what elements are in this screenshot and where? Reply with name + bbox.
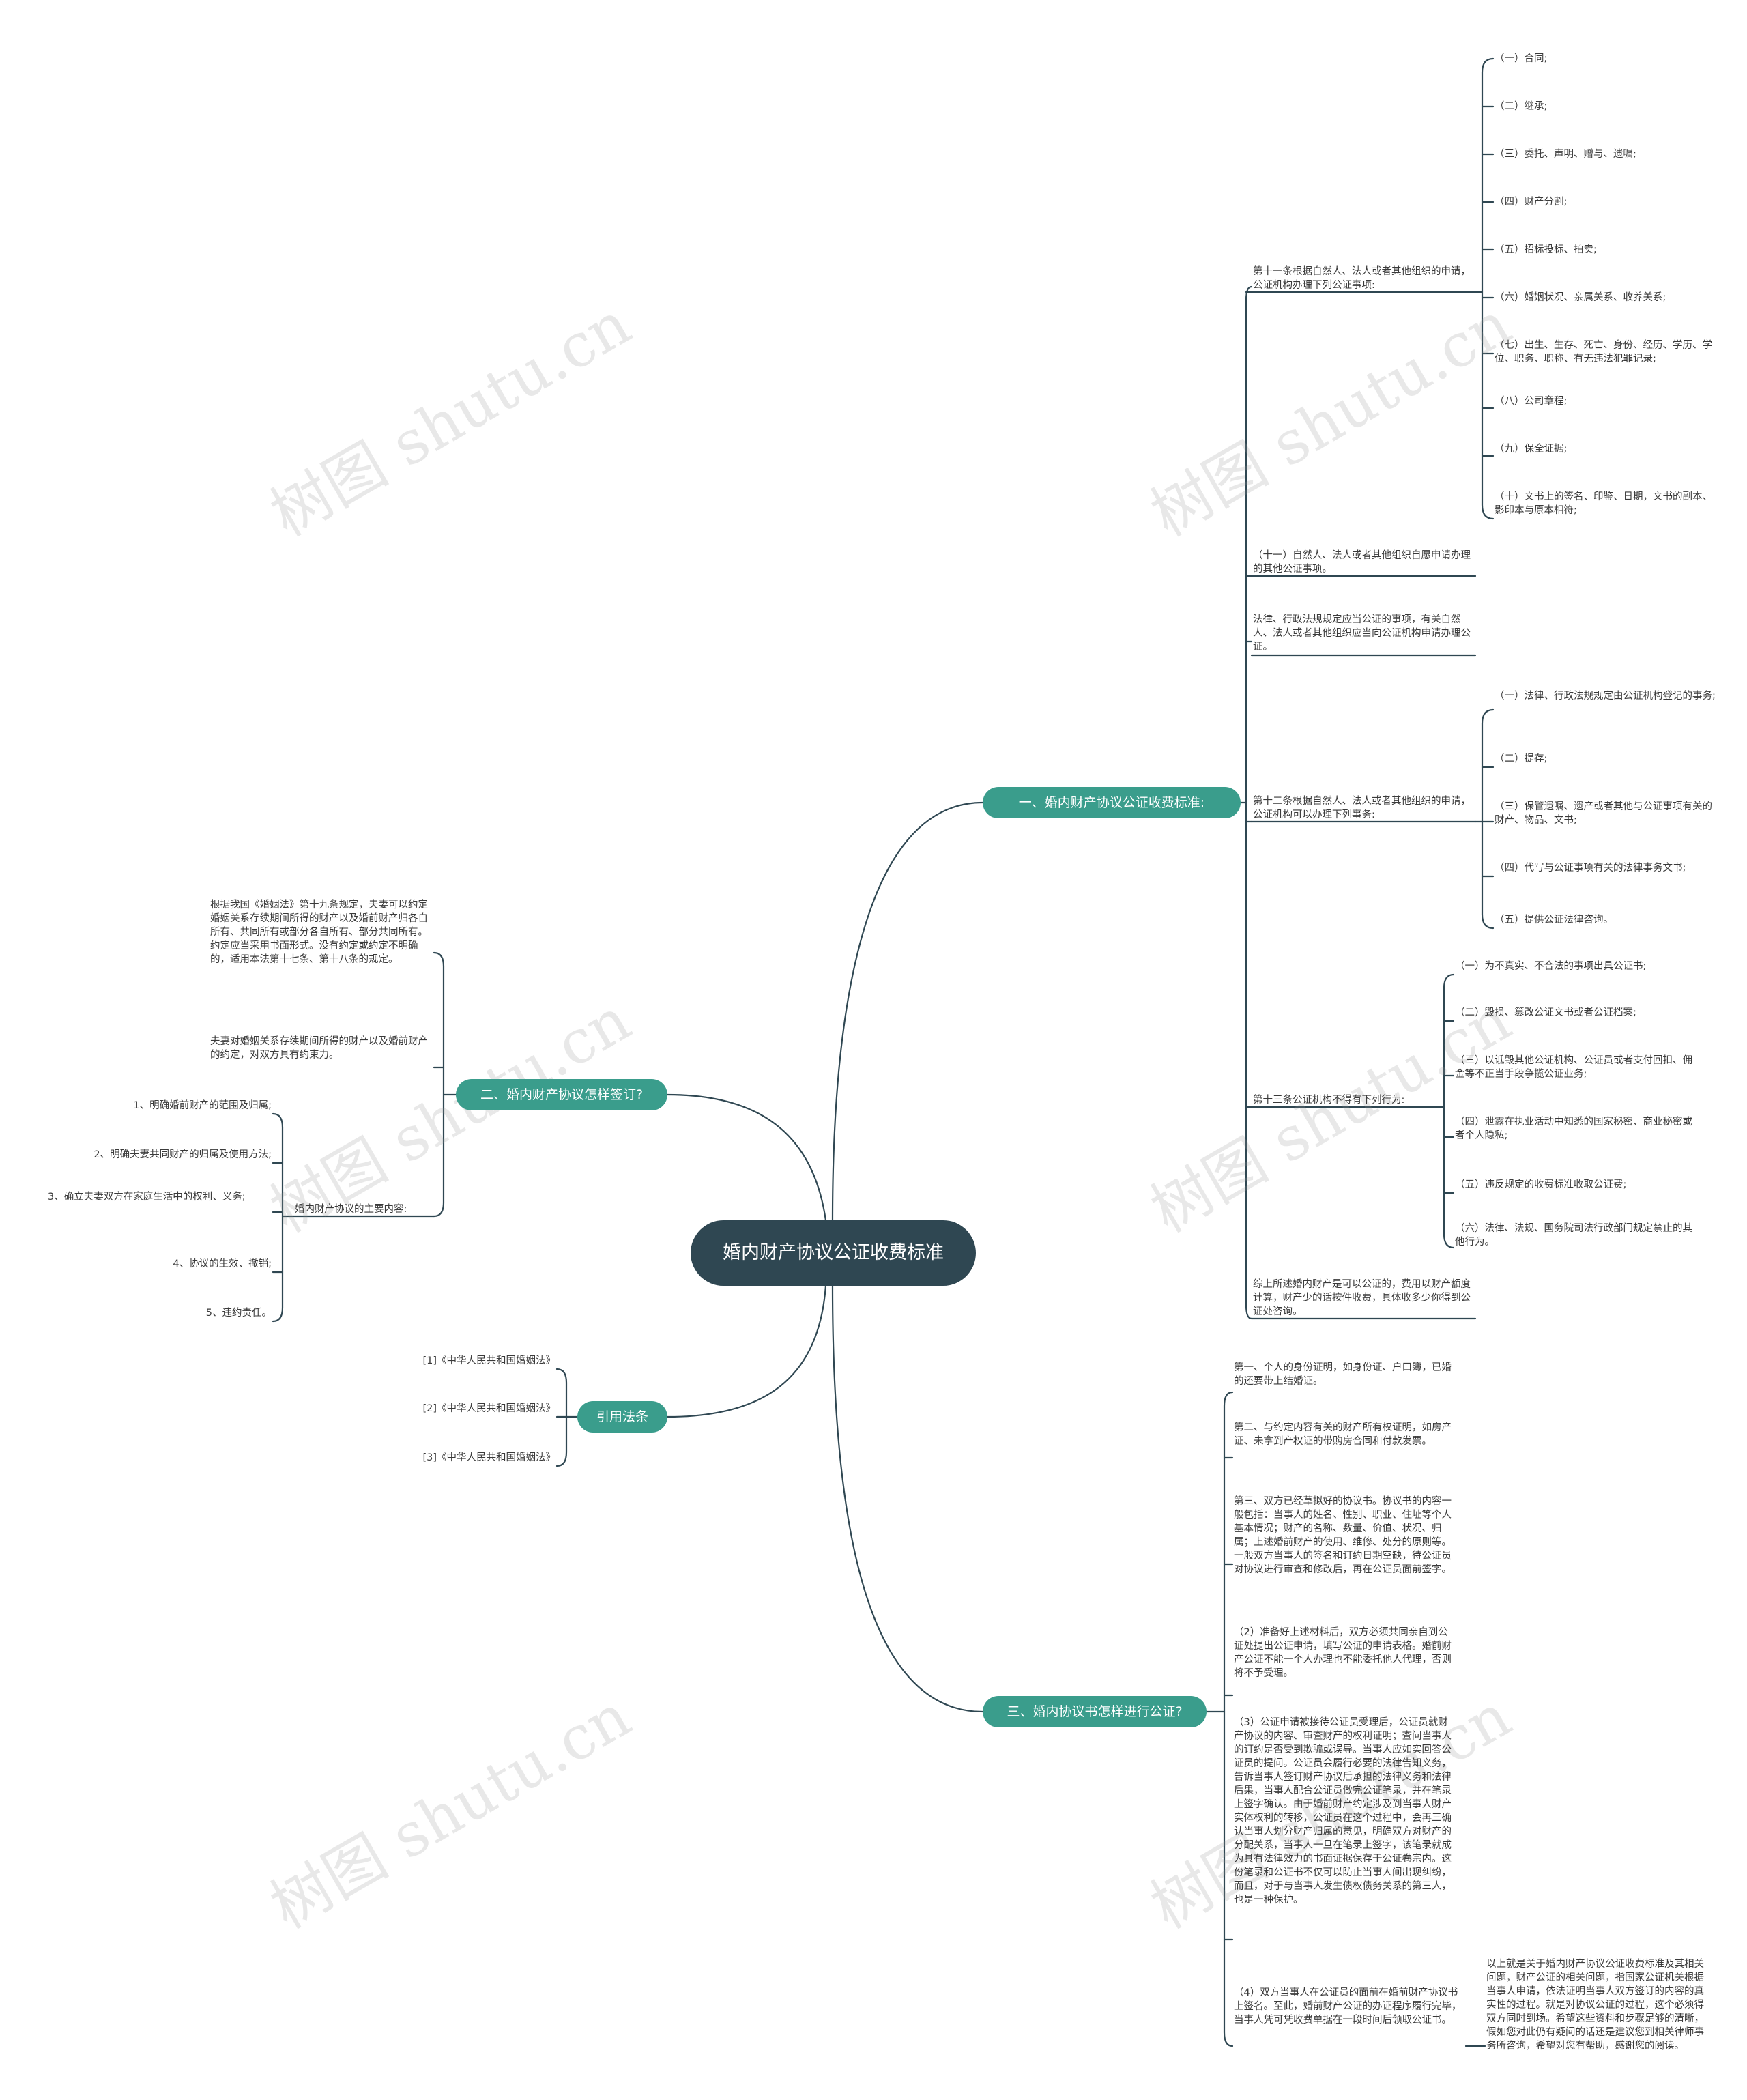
node-art13-item[interactable]: （二）毁损、篡改公证文书或者公证档案; <box>1455 1007 1636 1018</box>
root-topic[interactable]: 婚内财产协议公证收费标准 <box>691 1220 976 1286</box>
node-art11-item[interactable]: （六）婚姻状况、亲属关系、收养关系; <box>1495 292 1666 303</box>
node-content-item[interactable]: 3、确立夫妻双方在家庭生活中的权利、义务; <box>48 1192 246 1203</box>
node-step[interactable]: 第一、个人的身份证明，如身份证、户口簿，已婚的还要带上结婚证。 <box>1234 1362 1452 1387</box>
edge-root-b1 <box>831 801 984 1222</box>
node-cited-law[interactable]: [3]《中华人民共和国婚姻法》 <box>422 1452 555 1463</box>
node-art13-item[interactable]: （六）法律、法规、国务院司法行政部门规定禁止的其他行为。 <box>1455 1223 1692 1248</box>
node-art12-item[interactable]: （二）提存; <box>1495 753 1548 764</box>
node-art11-item[interactable]: （十）文书上的签名、印鉴、日期，文书的副本、影印本与原本相符; <box>1495 491 1712 516</box>
node-art13-item[interactable]: （四）泄露在执业活动中知悉的国家秘密、商业秘密或者个人隐私; <box>1455 1117 1692 1141</box>
node-art11-item[interactable]: （八）公司章程; <box>1495 396 1568 407</box>
node-step[interactable]: （4）双方当事人在公证员的面前在婚前财产协议书上签名。至此，婚前财产公证的办证程… <box>1234 1987 1462 2026</box>
edge-root-b3 <box>666 1284 827 1418</box>
node-step[interactable]: （2）准备好上述材料后，双方必须共同亲自到公证处提出公证申请，填写公证的申请表格… <box>1234 1627 1452 1679</box>
node-art11-item[interactable]: （七）出生、生存、死亡、身份、经历、学历、学位、职务、职称、有无违法犯罪记录; <box>1495 340 1712 364</box>
node-content-item[interactable]: 2、明确夫妻共同财产的归属及使用方法; <box>93 1149 272 1160</box>
node-content-item[interactable]: 4、协议的生效、撤销; <box>173 1258 272 1269</box>
node-article-12[interactable]: 第十二条根据自然人、法人或者其他组织的申请，公证机构可以办理下列事务: <box>1253 796 1471 820</box>
node-art11-item[interactable]: （三）委托、声明、赠与、遗嘱; <box>1495 149 1636 160</box>
node-item-11[interactable]: （十一）自然人、法人或者其他组织自愿申请办理的其他公证事项。 <box>1253 550 1471 575</box>
node-law-requirement[interactable]: 法律、行政法规规定应当公证的事项，有关自然人、法人或者其他组织应当向公证机构申请… <box>1253 614 1471 652</box>
node-content-item[interactable]: 5、违约责任。 <box>205 1308 272 1319</box>
node-art11-item[interactable]: （四）财产分割; <box>1495 197 1568 207</box>
edge-root-b2 <box>666 1093 827 1222</box>
branch-cited-laws[interactable]: 引用法条 <box>577 1401 667 1433</box>
node-article-11[interactable]: 第十一条根据自然人、法人或者其他组织的申请，公证机构办理下列公证事项: <box>1253 266 1471 291</box>
edge-root-b4 <box>831 1284 984 1713</box>
node-art12-item[interactable]: （三）保管遗嘱、遗产或者其他与公证事项有关的财产、物品、文书; <box>1495 801 1712 826</box>
node-marriage-law-art19[interactable]: 根据我国《婚姻法》第十九条规定，夫妻可以约定婚姻关系存续期间所得的财产以及婚前财… <box>210 900 428 965</box>
node-art11-item[interactable]: （一）合同; <box>1495 53 1548 64</box>
node-art13-item[interactable]: （五）违反规定的收费标准收取公证费; <box>1455 1179 1627 1190</box>
node-art11-item[interactable]: （五）招标投标、拍卖; <box>1495 244 1597 255</box>
node-art13-item[interactable]: （三）以诋毁其他公证机构、公证员或者支付回扣、佣金等不正当手段争揽公证业务; <box>1455 1055 1692 1080</box>
node-art11-item[interactable]: （九）保全证据; <box>1495 444 1568 455</box>
node-step[interactable]: （3）公证申请被接待公证员受理后，公证员就财产协议的内容、审查财产的权利证明；查… <box>1234 1717 1452 1905</box>
node-summary[interactable]: 综上所述婚内财产是可以公证的，费用以财产额度计算，财产少的话按件收费，具体收多少… <box>1253 1279 1471 1317</box>
node-step[interactable]: 第三、双方已经草拟好的协议书。协议书的内容一般包括：当事人的姓名、性别、职业、住… <box>1234 1496 1452 1575</box>
node-binding-force[interactable]: 夫妻对婚姻关系存续期间所得的财产以及婚前财产的约定，对双方具有约束力。 <box>210 1036 428 1061</box>
node-main-contents[interactable]: 婚内财产协议的主要内容: <box>295 1204 407 1215</box>
node-art11-item[interactable]: （二）继承; <box>1495 101 1548 112</box>
branch-how-to-notarize[interactable]: 三、婚内协议书怎样进行公证? <box>983 1696 1207 1727</box>
node-art12-item[interactable]: （四）代写与公证事项有关的法律事务文书; <box>1495 863 1686 874</box>
node-art13-item[interactable]: （一）为不真实、不合法的事项出具公证书; <box>1455 961 1647 972</box>
branch-how-to-sign[interactable]: 二、婚内财产协议怎样签订? <box>456 1079 667 1110</box>
node-conclusion[interactable]: 以上就是关于婚内财产协议公证收费标准及其相关问题，财产公证的相关问题，指国家公证… <box>1486 1959 1704 2052</box>
node-art12-item[interactable]: （五）提供公证法律咨询。 <box>1495 915 1613 925</box>
node-cited-law[interactable]: [2]《中华人民共和国婚姻法》 <box>422 1403 555 1414</box>
node-content-item[interactable]: 1、明确婚前财产的范围及归属; <box>133 1100 272 1111</box>
node-cited-law[interactable]: [1]《中华人民共和国婚姻法》 <box>422 1355 555 1366</box>
node-article-13[interactable]: 第十三条公证机构不得有下列行为: <box>1253 1095 1405 1106</box>
node-step[interactable]: 第二、与约定内容有关的财产所有权证明，如房产证、未拿到产权证的带购房合同和付款发… <box>1234 1422 1452 1447</box>
node-art12-item[interactable]: （一）法律、行政法规规定由公证机构登记的事务; <box>1495 691 1716 702</box>
branch-fee-standard[interactable]: 一、婚内财产协议公证收费标准: <box>983 787 1241 818</box>
